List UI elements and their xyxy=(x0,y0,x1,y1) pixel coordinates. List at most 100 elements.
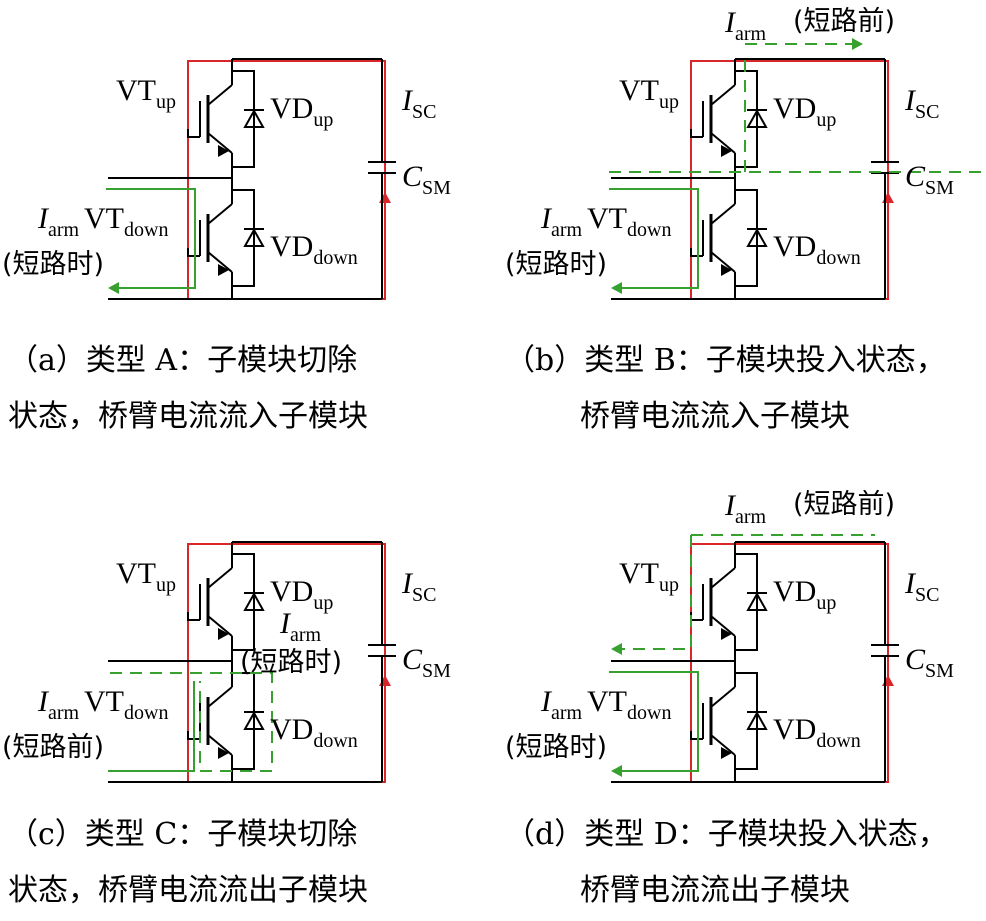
sw-down-b-emitter-arrow xyxy=(721,264,732,276)
label-isc-c: ISC xyxy=(401,567,436,606)
sc-arrow-a xyxy=(379,192,391,203)
label-vt-down-a-sub: down xyxy=(124,219,168,241)
label-csm-c-main: C xyxy=(402,643,423,676)
label-iarm-top-d: Iarm xyxy=(724,489,767,528)
label-vd-up-b-sub: up xyxy=(816,109,836,131)
arm-current-during-b xyxy=(609,188,699,289)
label-vt-up-d-main: VT xyxy=(619,557,659,590)
label-vd-up-b-main: VD xyxy=(773,92,816,125)
label-iarm-left-a-sub: arm xyxy=(48,219,80,241)
arm-current-during-c xyxy=(110,672,273,772)
label-iarm-top-d-sub: arm xyxy=(735,506,767,528)
caption-a-line1: （a）类型 A：子模块切除 xyxy=(8,343,358,378)
label-isc-b-sub: SC xyxy=(915,101,939,123)
sw-down-d-diode-branch xyxy=(735,672,758,770)
sw-up-b-gate-lead xyxy=(690,129,703,138)
sw-down-d-collector-diag xyxy=(710,686,736,708)
label-iarm-mid-c-sub: arm xyxy=(290,624,322,646)
label-vd-up-d-sub: up xyxy=(816,592,836,614)
label-isc-b: ISC xyxy=(904,84,939,123)
label-csm-d-sub: SM xyxy=(925,660,954,682)
sw-up-b-emitter-arrow xyxy=(721,145,732,157)
label-vt-down-b-sub: down xyxy=(627,219,671,241)
label-vt-down-b-main: VT xyxy=(587,202,627,235)
label-vt-up-b-sub: up xyxy=(659,91,679,113)
sc-arrow-d xyxy=(882,675,894,686)
label-vd-up-a-main: VD xyxy=(270,92,313,125)
label-iarm-left-a: Iarm xyxy=(37,202,80,241)
sw-up-b-collector-diag xyxy=(710,84,736,106)
label-iarm-left-d-sub: arm xyxy=(551,702,583,724)
label-iarm-left-d-main: I xyxy=(540,685,553,718)
sw-down-b-diode-triangle xyxy=(746,227,768,247)
label-iarm-left-a-main: I xyxy=(37,202,50,235)
label-vt-up-b-main: VT xyxy=(619,74,659,107)
label-iarm-top-b-sub: arm xyxy=(735,23,767,45)
label-vt-up-c-sub: up xyxy=(156,574,176,596)
label-vd-up-b: VDup xyxy=(773,92,836,131)
sc-arrow-c xyxy=(379,675,391,686)
label-isc-a-sub: SC xyxy=(412,101,436,123)
sw-up-a-collector-diag xyxy=(207,84,233,106)
sw-up-c-emitter-arrow xyxy=(218,628,229,640)
label-csm-c: CSM xyxy=(402,643,451,682)
label-vd-up-c-sub: up xyxy=(313,592,333,614)
label-iarm-left-note-d: (短路时) xyxy=(505,732,607,763)
sw-up-d-collector-diag xyxy=(710,567,736,589)
label-iarm-left-c: Iarm xyxy=(37,685,80,724)
label-vd-down-b-main: VD xyxy=(773,230,816,263)
label-vt-up-c: VTup xyxy=(116,557,176,596)
label-isc-a: ISC xyxy=(401,84,436,123)
sw-down-a-emitter-arrow xyxy=(218,264,229,276)
label-csm-b-main: C xyxy=(905,160,926,193)
label-vd-up-d: VDup xyxy=(773,575,836,614)
label-vd-down-d-main: VD xyxy=(773,713,816,746)
label-vd-down-c-sub: down xyxy=(313,730,357,752)
label-vt-down-d-main: VT xyxy=(587,685,627,718)
arm-arrow-before-b xyxy=(852,38,863,50)
label-isc-d-sub: SC xyxy=(915,584,939,606)
label-iarm-top-note-d: (短路前) xyxy=(793,489,895,520)
caption-d-line2: 桥臂电流流出子模块 xyxy=(580,873,850,908)
caption-d-line1: （d）类型 D：子模块投入状态， xyxy=(505,817,948,852)
label-csm-d: CSM xyxy=(905,643,954,682)
label-csm-b-sub: SM xyxy=(925,177,954,199)
label-iarm-mid-note-c: (短路时) xyxy=(240,647,342,678)
label-iarm-left-b: Iarm xyxy=(540,202,583,241)
arm-current-before-left-d xyxy=(621,535,692,650)
sw-down-d-emitter-diag xyxy=(710,734,736,756)
label-iarm-top-b: Iarm xyxy=(724,6,767,45)
label-vt-down-b: VTdown xyxy=(587,202,671,241)
label-vd-down-a-sub: down xyxy=(313,247,357,269)
label-vt-up-d-sub: up xyxy=(659,574,679,596)
sw-up-d-emitter-arrow xyxy=(721,628,732,640)
label-isc-c-main: I xyxy=(401,567,414,600)
label-csm-c-sub: SM xyxy=(422,660,451,682)
label-isc-d-main: I xyxy=(904,567,917,600)
label-csm-b: CSM xyxy=(905,160,954,199)
label-vd-down-d-sub: down xyxy=(816,730,860,752)
sw-down-a-collector-diag xyxy=(207,203,233,225)
label-vd-down-d: VDdown xyxy=(773,713,861,752)
sw-down-b-collector-diag xyxy=(710,203,736,225)
label-vt-down-a: VTdown xyxy=(84,202,168,241)
label-vt-up-c-main: VT xyxy=(116,557,156,590)
label-iarm-mid-c: Iarm xyxy=(279,607,322,646)
sw-up-a-diode-branch xyxy=(232,70,255,168)
sc-arrow-b xyxy=(882,192,894,203)
label-isc-c-sub: SC xyxy=(412,584,436,606)
sw-down-c-collector-diag xyxy=(207,686,233,708)
label-iarm-left-note-c: (短路前) xyxy=(2,732,104,763)
sw-up-a-emitter-arrow xyxy=(218,145,229,157)
label-iarm-left-b-sub: arm xyxy=(551,219,583,241)
sw-up-a-emitter-diag xyxy=(207,132,233,154)
caption-a-line2: 状态，桥臂电流流入子模块 xyxy=(8,399,368,434)
label-vt-down-a-main: VT xyxy=(84,202,124,235)
label-vt-up-a-sub: up xyxy=(156,91,176,113)
label-vt-up-b: VTup xyxy=(619,74,679,113)
arm-current-before-c xyxy=(108,681,195,772)
